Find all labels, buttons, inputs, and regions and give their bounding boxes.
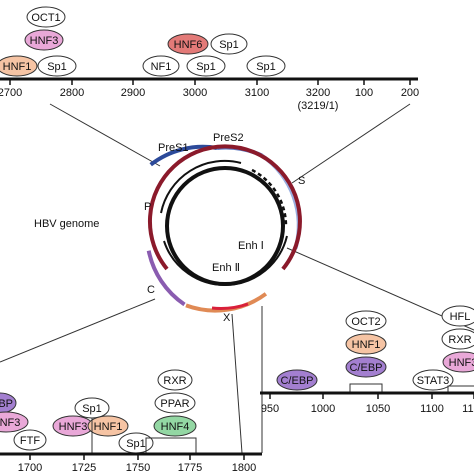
factor-hnf1-label: HNF1 xyxy=(3,61,32,73)
right-tick-label: 1050 xyxy=(366,403,390,415)
site-brackets xyxy=(349,383,474,392)
orf-p-arc xyxy=(147,144,302,271)
enhancer-1-label: Enh Ⅰ xyxy=(238,240,264,252)
orf-label-s: S xyxy=(298,175,305,187)
factor-nf1-label: NF1 xyxy=(151,61,172,73)
factor-cebp-label: C/EBP xyxy=(349,362,382,374)
factor-cebp-label: C/EBP xyxy=(280,375,313,387)
right-tick-label: 950 xyxy=(261,403,279,415)
top-panel: OCT1 HNF3 HNF1 Sp1 HNF6 Sp1 NF1 Sp1 Sp1 … xyxy=(0,6,419,112)
factor-oct1 xyxy=(26,6,66,28)
factor-hnf1 xyxy=(345,333,387,355)
orf-label-pres2: PreS2 xyxy=(213,132,244,144)
factor-hnf1-label: HNF1 xyxy=(352,339,381,351)
bottom-tick-label: 1725 xyxy=(72,462,96,474)
regulatory-red-arc xyxy=(211,302,249,310)
factor-stat3 xyxy=(412,369,454,391)
factor-rxr xyxy=(157,369,193,391)
right-tick-label: 1000 xyxy=(311,403,335,415)
factor-sp1 xyxy=(186,55,226,77)
dna-plus-strand xyxy=(160,160,242,214)
factor-rxr xyxy=(441,328,474,350)
top-tick-label: 200 xyxy=(401,87,419,99)
factor-hfl-label: HFL xyxy=(450,311,471,323)
factor-ppar-label: PPAR xyxy=(160,398,189,410)
factor-sp1-label: Sp1 xyxy=(219,39,239,51)
factor-hnf4-label: HNF4 xyxy=(161,421,190,433)
top-tick-label: 2800 xyxy=(60,87,84,99)
factor-hnf3-label: HNF3 xyxy=(30,35,59,47)
top-tick-label: 3100 xyxy=(245,87,269,99)
site-brackets xyxy=(91,418,197,453)
bottom-axis-ticks xyxy=(29,454,245,460)
factor-ftf-label: FTF xyxy=(20,435,40,447)
factor-hnf3-label: HNF3 xyxy=(449,357,474,369)
factor-hnf6-label: HNF6 xyxy=(174,39,203,51)
factor-hnf3 xyxy=(442,351,474,373)
factor-hnf1 xyxy=(0,55,38,77)
dna-plus-strand-gap xyxy=(251,168,288,227)
right-panel: C/EBP OCT2 HNF1 C/EBP STAT3 HFL RXR HNF3… xyxy=(260,305,474,415)
factor-oct1-label: OCT1 xyxy=(31,12,60,24)
factor-rxr-label: RXR xyxy=(448,334,471,346)
factor-sp1 xyxy=(210,33,248,55)
factor-sp1-label: Sp1 xyxy=(47,61,67,73)
factor-stat3-label: STAT3 xyxy=(417,375,450,387)
factor-hnf4 xyxy=(153,415,197,437)
junction-note: (3219/1) xyxy=(298,100,339,112)
factor-oct2-label: OCT2 xyxy=(351,316,380,328)
factor-sp1-label: Sp1 xyxy=(196,61,216,73)
factor-cebp xyxy=(0,392,17,414)
top-tick-label: 2700 xyxy=(0,87,22,99)
orf-label-c: C xyxy=(147,284,155,296)
genome-circle xyxy=(146,144,302,313)
factor-hnf1 xyxy=(87,415,129,437)
factor-sp1-label: Sp1 xyxy=(82,403,102,415)
bottom-tick-label: 1800 xyxy=(232,462,256,474)
factor-hnf3 xyxy=(0,411,29,433)
factor-cebp xyxy=(345,356,387,378)
bottom-panel: EBP HNF3 FTF Sp1 HNF3 HNF1 Sp1 RXR PPAR … xyxy=(0,369,262,474)
factor-sp1-label: Sp1 xyxy=(126,438,146,450)
top-tick-label: 100 xyxy=(355,87,373,99)
top-tick-label: 3200 xyxy=(306,87,330,99)
top-tick-label: 2900 xyxy=(121,87,145,99)
genome-label: HBV genome xyxy=(34,218,99,230)
orf-label-p: P xyxy=(144,201,151,213)
bottom-tick-label: 1700 xyxy=(18,462,42,474)
enhancer-2-label: Enh Ⅱ xyxy=(212,262,240,274)
bottom-tick-label: 1775 xyxy=(178,462,202,474)
right-axis-ticks xyxy=(269,393,474,399)
dna-plus-strand-lower xyxy=(163,235,288,286)
factor-cebp-label: EBP xyxy=(0,398,13,410)
factor-hnf1-label: HNF1 xyxy=(94,421,123,433)
connector-lines xyxy=(0,103,474,454)
factor-hnf3-label: HNF3 xyxy=(59,421,88,433)
factor-cebp xyxy=(276,369,318,391)
factor-sp1 xyxy=(246,55,286,77)
top-axis-ticks xyxy=(9,79,411,85)
factor-hnf3 xyxy=(24,29,64,51)
orf-label-x: X xyxy=(223,312,231,324)
factor-sp1-label: Sp1 xyxy=(256,61,276,73)
orf-c-arc xyxy=(146,250,186,307)
factor-nf1 xyxy=(142,55,180,77)
factor-sp1 xyxy=(37,55,77,77)
right-tick-label: 1150 xyxy=(462,403,474,415)
factor-hnf6 xyxy=(167,33,209,55)
right-tick-label: 1100 xyxy=(420,403,444,415)
factor-oct2 xyxy=(345,310,387,332)
bottom-tick-label: 1750 xyxy=(126,462,150,474)
factor-hnf3-label: HNF3 xyxy=(0,417,20,429)
factor-ftf xyxy=(13,429,47,451)
factor-hfl xyxy=(441,305,474,327)
factor-rxr-label: RXR xyxy=(163,375,186,387)
orf-label-pres1: PreS1 xyxy=(158,142,189,154)
top-tick-label: 3000 xyxy=(183,87,207,99)
factor-ppar xyxy=(154,392,196,414)
